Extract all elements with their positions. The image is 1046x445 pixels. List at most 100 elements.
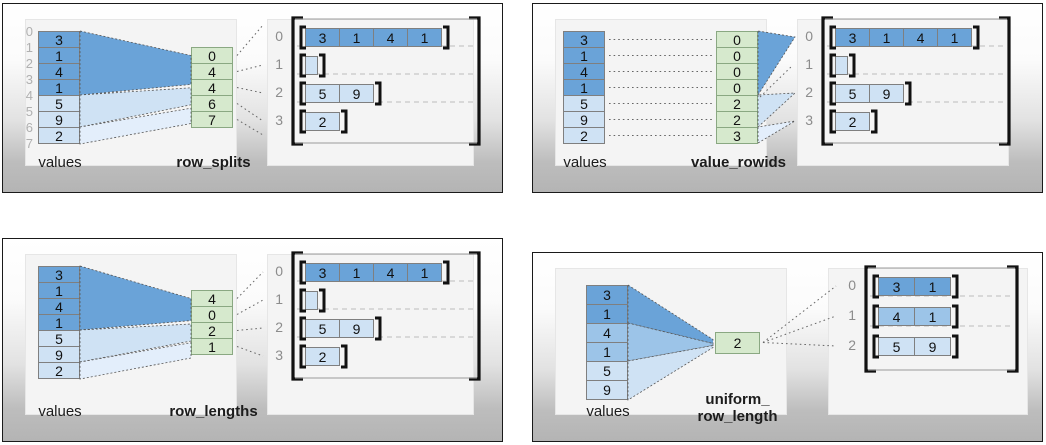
value-cell: 1	[38, 282, 80, 299]
ragged-cell: 1	[407, 263, 442, 282]
value-cell: 1	[563, 47, 605, 64]
encoding-cell: 3	[716, 127, 758, 144]
ragged-row: 2	[835, 112, 870, 131]
ragged-cell: 3	[305, 263, 340, 282]
value-index-tick: 2	[25, 56, 33, 71]
ragged-cell: 1	[937, 28, 972, 47]
ragged-row	[305, 291, 318, 310]
ragged-row-index: 0	[805, 28, 813, 44]
ragged-cell: 3	[305, 28, 340, 47]
values-caption: values	[38, 403, 82, 420]
ragged-cell: 1	[869, 28, 904, 47]
encoding-cell: 0	[716, 79, 758, 96]
ragged-row-index: 1	[805, 56, 813, 72]
ragged-row-index: 2	[275, 319, 283, 335]
ragged-row-index: 3	[275, 347, 283, 363]
value-index-tick: 6	[25, 120, 33, 135]
encoding-cell: 4	[191, 79, 233, 96]
encoding-cell: 0	[716, 63, 758, 80]
value-cell: 2	[563, 127, 605, 144]
ragged-cell: 1	[407, 28, 442, 47]
encoding-cell: 0	[191, 306, 233, 323]
value-cell: 5	[586, 361, 628, 381]
ragged-row-index: 0	[275, 263, 283, 279]
ragged-cell: 4	[373, 28, 408, 47]
ragged-row-index: 3	[805, 112, 813, 128]
value-cell: 4	[563, 63, 605, 80]
ragged-row	[305, 56, 318, 75]
encoding-caption: row_lengths	[169, 403, 258, 420]
ragged-row-index: 1	[275, 291, 283, 307]
values-caption: values	[563, 154, 607, 171]
ragged-row-index: 2	[805, 84, 813, 100]
encoding-cell: 0	[716, 31, 758, 48]
encoding-caption: uniform_ row_length	[697, 391, 778, 425]
encoding-cell: 0	[716, 47, 758, 64]
ragged-cell: 1	[914, 277, 951, 296]
value-cell: 2	[38, 362, 80, 379]
encoding-cell: 2	[716, 95, 758, 112]
value-index-tick: 1	[25, 40, 33, 55]
ragged-row-index: 2	[848, 337, 856, 353]
value-cell: 5	[563, 95, 605, 112]
ragged-cell: 9	[339, 84, 374, 103]
ragged-row-index: 1	[848, 307, 856, 323]
value-cell: 1	[563, 79, 605, 96]
ragged-cell: 2	[835, 112, 870, 131]
ragged-cell: 4	[878, 307, 915, 326]
values-caption: values	[38, 154, 82, 171]
ragged-cell: 3	[878, 277, 915, 296]
value-index-tick: 0	[25, 24, 33, 39]
encoding-cell: 6	[191, 95, 233, 112]
value-cell: 3	[586, 285, 628, 305]
encoding-cell: 2	[715, 331, 760, 354]
ragged-cell: 9	[869, 84, 904, 103]
value-cell: 4	[586, 323, 628, 343]
ragged-cell: 5	[305, 319, 340, 338]
value-cell: 3	[563, 31, 605, 48]
value-cell: 9	[38, 346, 80, 363]
ragged-row	[835, 56, 848, 75]
ragged-cell: 5	[878, 337, 915, 356]
value-cell: 1	[38, 314, 80, 331]
values-caption: values	[586, 403, 630, 420]
ragged-cell: 4	[373, 263, 408, 282]
value-cell: 5	[38, 95, 80, 112]
encoding-caption: value_rowids	[690, 154, 787, 171]
ragged-cell: 5	[305, 84, 340, 103]
ragged-cell: 2	[305, 112, 340, 131]
value-index-tick: 4	[25, 88, 33, 103]
encoding-cell: 7	[191, 111, 233, 128]
encoding-cell: 4	[191, 63, 233, 80]
ragged-cell: 1	[339, 28, 374, 47]
ragged-row: 2	[305, 347, 340, 366]
value-index-tick: 3	[25, 72, 33, 87]
value-cell: 4	[38, 63, 80, 80]
value-index-tick: 7	[25, 136, 33, 151]
encoding-cell: 2	[716, 111, 758, 128]
value-cell: 1	[586, 304, 628, 324]
ragged-cell: 1	[339, 263, 374, 282]
ragged-cell-empty	[835, 56, 848, 75]
value-cell: 1	[38, 79, 80, 96]
value-cell: 4	[38, 298, 80, 315]
ragged-row-index: 2	[275, 84, 283, 100]
ragged-cell: 1	[914, 307, 951, 326]
ragged-cell: 2	[305, 347, 340, 366]
ragged-row-index: 3	[275, 112, 283, 128]
encoding-cell: 2	[191, 322, 233, 339]
ragged-cell-empty	[305, 56, 318, 75]
